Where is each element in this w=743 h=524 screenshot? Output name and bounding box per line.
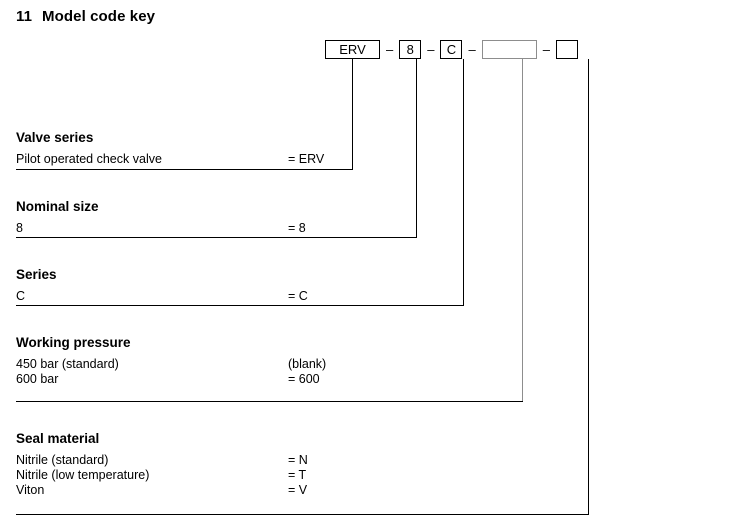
model-code-strip: ERV – 8 – C – – — [325, 39, 578, 60]
section-series-rows: C = C — [16, 289, 308, 304]
row-value: (blank) — [288, 357, 327, 371]
code-box-series: C — [440, 40, 463, 59]
code-box-working-pressure — [481, 40, 537, 59]
section-rule-nominal-size — [16, 237, 417, 238]
row-label: Nitrile (standard) — [16, 453, 109, 467]
section-nominal-size-heading: Nominal size — [16, 199, 99, 214]
code-separator-2: – — [427, 42, 435, 57]
section-rule-series — [16, 305, 464, 306]
section-series-heading: Series — [16, 267, 57, 282]
code-separator-1: – — [386, 42, 394, 57]
row-label: 450 bar (standard) — [16, 357, 119, 371]
row-value: = N — [288, 453, 308, 467]
section-seal-material-heading: Seal material — [16, 431, 100, 446]
section-seal-material: Seal material Nitrile (standard) = N Nit… — [16, 431, 308, 498]
code-box-seal-material — [555, 40, 578, 59]
list-item: Pilot operated check valve = ERV — [16, 152, 324, 167]
page-title: 11 Model code key — [16, 8, 155, 25]
row-label: Viton — [16, 483, 45, 497]
section-nominal-size-rows: 8 = 8 — [16, 221, 306, 236]
page-title-text: Model code key — [42, 8, 156, 25]
section-seal-material-rows: Nitrile (standard) = N Nitrile (low temp… — [16, 453, 308, 498]
code-box-series-value: C — [446, 42, 457, 57]
section-valve-series-heading: Valve series — [16, 130, 94, 145]
section-valve-series-rows: Pilot operated check valve = ERV — [16, 152, 324, 167]
section-series: Series C = C — [16, 267, 308, 304]
section-nominal-size: Nominal size 8 = 8 — [16, 199, 306, 236]
row-label: Pilot operated check valve — [16, 152, 162, 166]
code-separator-4: – — [542, 42, 550, 57]
list-item: Nitrile (low temperature) = T — [16, 468, 308, 483]
leader-line-seal-material — [588, 59, 589, 514]
list-item: Viton = V — [16, 483, 308, 498]
leader-line-valve-series — [352, 59, 353, 169]
leader-line-nominal-size — [416, 59, 417, 237]
code-box-valve-series-value: ERV — [339, 42, 366, 57]
list-item: 8 = 8 — [16, 221, 306, 236]
section-working-pressure: Working pressure 450 bar (standard) (bla… — [16, 335, 326, 387]
row-label: 8 — [16, 221, 23, 235]
code-box-nominal-size-value: 8 — [406, 42, 414, 57]
code-box-nominal-size: 8 — [399, 40, 422, 59]
row-value: = T — [288, 468, 307, 482]
section-rule-valve-series — [16, 169, 353, 170]
leader-line-series — [463, 59, 464, 305]
row-label: Nitrile (low temperature) — [16, 468, 150, 482]
code-box-valve-series: ERV — [325, 40, 380, 59]
row-value: = ERV — [288, 152, 325, 166]
row-value: = 600 — [288, 372, 320, 386]
section-rule-working-pressure — [16, 401, 523, 402]
list-item: C = C — [16, 289, 308, 304]
section-valve-series: Valve series Pilot operated check valve … — [16, 130, 324, 167]
row-value: = C — [288, 289, 308, 303]
list-item: Nitrile (standard) = N — [16, 453, 308, 468]
section-working-pressure-rows: 450 bar (standard) (blank) 600 bar = 600 — [16, 357, 326, 387]
leader-line-working-pressure — [522, 59, 523, 401]
row-value: = 8 — [288, 221, 306, 235]
row-value: = V — [288, 483, 308, 497]
list-item: 600 bar = 600 — [16, 372, 326, 387]
section-rule-seal-material — [16, 514, 589, 515]
page-title-number: 11 — [16, 8, 33, 25]
list-item: 450 bar (standard) (blank) — [16, 357, 326, 372]
row-label: C — [16, 289, 26, 303]
row-label: 600 bar — [16, 372, 59, 386]
code-separator-3: – — [468, 42, 476, 57]
section-working-pressure-heading: Working pressure — [16, 335, 131, 350]
